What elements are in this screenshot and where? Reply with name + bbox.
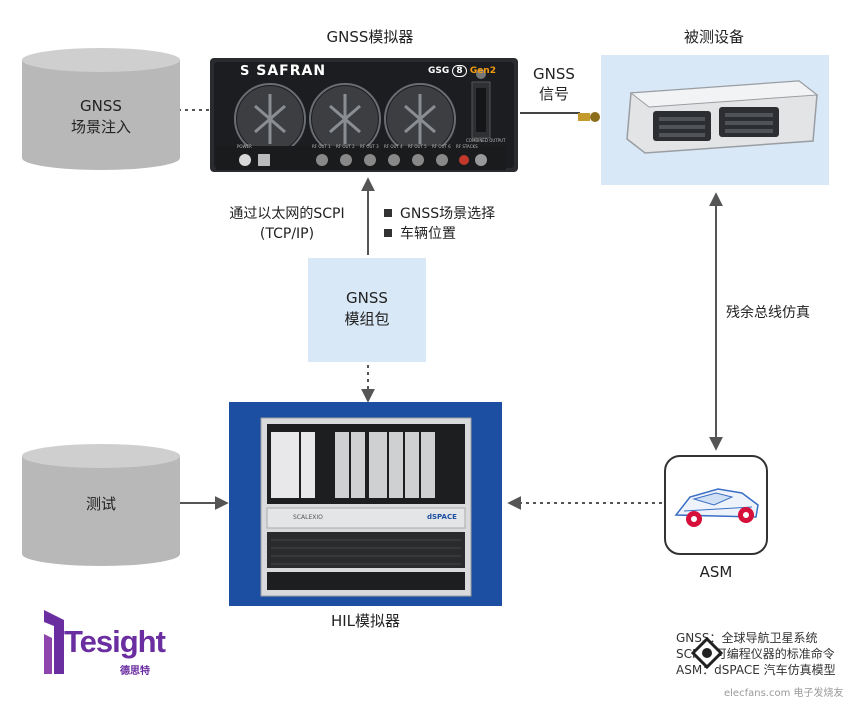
asm-label: ASM [699, 563, 733, 581]
safran-logo-icon: S [240, 64, 251, 79]
logo-text: Tesight [64, 624, 166, 659]
power-label: POWER [237, 144, 252, 149]
watermark-text: elecfans.com 电子发烧友 [724, 688, 844, 699]
bullet-square-icon [384, 209, 392, 217]
test-label: 测试 [85, 495, 116, 513]
tesight-logo: Tesight 德思特 [42, 606, 182, 680]
hil-simulator-box: SCALEXIO dSPACE [229, 402, 502, 606]
legend: GNSS：全球导航卫星系统 SCPI：可编程仪器的标准命令 ASM：dSPACE… [676, 630, 836, 678]
asm-box [664, 455, 768, 555]
module-line1: GNSS [346, 289, 388, 307]
car-model-icon [674, 488, 759, 527]
watermark-logo-icon [690, 636, 724, 670]
logo-subtext: 德思特 [120, 666, 150, 677]
tesight-logo-icon [44, 610, 64, 674]
rack-label-scalexio: SCALEXIO [293, 514, 323, 521]
port-label: RF OUT 6 [432, 144, 451, 149]
gnss-signal-label: GNSS 信号 [524, 64, 584, 104]
scpi-line1: 通过以太网的SCPI [229, 206, 345, 222]
module-line2: 模组包 [344, 310, 390, 328]
port-label: RF OUT 5 [408, 144, 427, 149]
port-label: RF OUT 4 [384, 144, 403, 149]
scpi-line2: (TCP/IP) [259, 226, 315, 242]
brand-label: SAFRAN [256, 63, 327, 79]
scenario-injection-database: GNSS 场景注入 [22, 48, 180, 170]
gnss-module-box: GNSS 模组包 [308, 258, 426, 362]
gnss-simulator-image [210, 58, 518, 172]
port-label: RF OUT 3 [360, 144, 379, 149]
gnss-signal-line1: GNSS [533, 65, 575, 83]
test-database: 测试 [22, 444, 180, 566]
dut-box [575, 55, 829, 185]
antenna-connector-icon [578, 108, 602, 122]
database-cylinder-icon [22, 444, 180, 566]
gnss-simulator-title: GNSS模拟器 [326, 28, 414, 46]
ecu-device-icon [575, 80, 819, 154]
bullet-item: 车辆位置 [384, 224, 495, 244]
rack-label-dspace: dSPACE [427, 513, 457, 521]
database-cylinder-icon [22, 48, 180, 170]
model-prefix: GSG [428, 66, 450, 76]
bullet-square-icon [384, 229, 392, 237]
port-label: RF OUT 2 [336, 144, 355, 149]
port-label: RF STACKS [456, 144, 478, 149]
hil-rack-image [260, 417, 472, 597]
legend-item: ASM：dSPACE 汽车仿真模型 [676, 663, 836, 677]
port-labels: RF OUT 1 RF OUT 2 RF OUT 3 RF OUT 4 RF O… [312, 144, 482, 149]
model-suffix: Gen2 [469, 66, 496, 76]
scpi-label: 通过以太网的SCPI (TCP/IP) [218, 204, 356, 244]
bullet-item: GNSS场景选择 [384, 204, 495, 224]
command-bullets: GNSS场景选择 车辆位置 [384, 204, 495, 244]
restbus-label: 残余总线仿真 [726, 305, 810, 321]
injection-line1: GNSS [80, 97, 122, 115]
port-label: RF OUT 1 [312, 144, 331, 149]
hil-label: HIL模拟器 [330, 612, 401, 630]
model-number-badge: 8 [452, 65, 467, 77]
dut-title: 被测设备 [683, 28, 744, 46]
gnss-simulator-device: S SAFRAN GSG 8 Gen2 POWER RF OUT 1 RF OU… [210, 56, 518, 174]
combined-output-label: COMBINED OUTPUT [466, 138, 506, 143]
injection-line2: 场景注入 [70, 118, 131, 136]
gnss-signal-line2: 信号 [538, 85, 569, 103]
